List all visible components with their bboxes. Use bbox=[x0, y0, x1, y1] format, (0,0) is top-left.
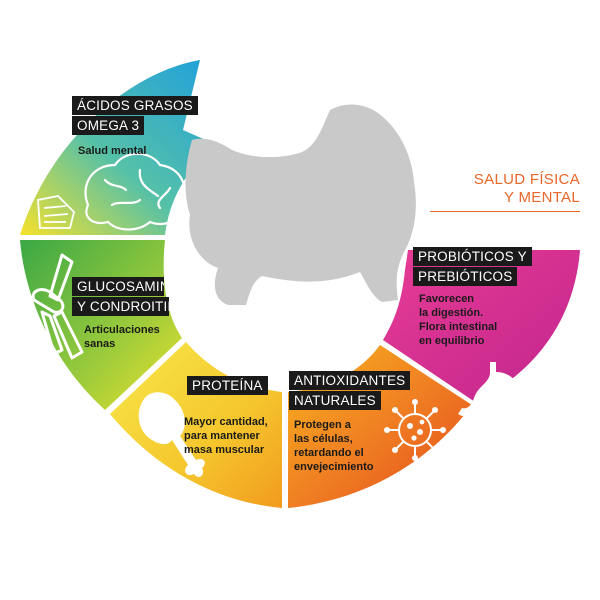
probioticos-title-line-2: PREBIÓTICOS bbox=[413, 267, 518, 286]
virus-cell-icon bbox=[384, 399, 446, 461]
probioticos-title-line-1: PROBIÓTICOS Y bbox=[413, 247, 532, 266]
probioticos-desc-line: Flora intestinal bbox=[419, 321, 498, 333]
proteina-description: Mayor cantidad, para mantener masa muscu… bbox=[184, 415, 268, 457]
antioxidantes-desc-line: las células, bbox=[294, 433, 353, 445]
stomach-icon bbox=[458, 362, 520, 417]
antioxidantes-title-line-1: ANTIOXIDANTES bbox=[289, 371, 411, 390]
chicken-leg-icon bbox=[138, 392, 205, 477]
glucosamina-desc-line: sanas bbox=[84, 338, 116, 350]
antioxidantes-description: Protegen a las células, retardando el en… bbox=[294, 418, 373, 474]
glucosamina-desc-line: Articulaciones bbox=[84, 324, 160, 336]
antioxidantes-title-line-2: NATURALES bbox=[289, 391, 381, 410]
proteina-title: PROTEÍNA bbox=[187, 376, 268, 395]
heading-line-1: SALUD FÍSICA bbox=[473, 171, 580, 188]
antioxidantes-desc-line: retardando el bbox=[294, 447, 364, 459]
sheepdog-silhouette-icon bbox=[185, 104, 416, 306]
glucosamina-description: Articulaciones sanas bbox=[84, 323, 160, 351]
heading-underline bbox=[430, 211, 580, 212]
omega3-title-line-1: ÁCIDOS GRASOS bbox=[72, 96, 198, 115]
probioticos-desc-line: la digestión. bbox=[419, 307, 484, 319]
probioticos-desc-line: en equilibrio bbox=[419, 335, 485, 347]
probioticos-desc-line: Favorecen bbox=[419, 293, 475, 305]
proteina-desc-line: Mayor cantidad, bbox=[184, 416, 268, 428]
antioxidantes-desc-line: Protegen a bbox=[294, 419, 351, 431]
brain-icon bbox=[84, 152, 186, 231]
segment-probioticos bbox=[383, 250, 580, 402]
proteina-desc-line: masa muscular bbox=[184, 444, 265, 456]
glucosamina-title-line-2: Y CONDROITINA bbox=[72, 297, 169, 316]
glucosamina-title-line-1: GLUCOSAMINA bbox=[72, 277, 164, 296]
fish-fillet-icon bbox=[37, 195, 75, 229]
omega3-desc-line: Salud mental bbox=[78, 145, 147, 157]
heading-line-2: Y MENTAL bbox=[503, 189, 580, 206]
antioxidantes-desc-line: envejecimiento bbox=[294, 461, 374, 473]
proteina-desc-line: para mantener bbox=[184, 430, 260, 442]
knee-joint-icon bbox=[31, 253, 84, 360]
probioticos-description: Favorecen la digestión. Flora intestinal… bbox=[419, 292, 497, 348]
omega3-title-line-2: OMEGA 3 bbox=[72, 116, 145, 135]
omega3-description: Salud mental bbox=[78, 144, 146, 158]
